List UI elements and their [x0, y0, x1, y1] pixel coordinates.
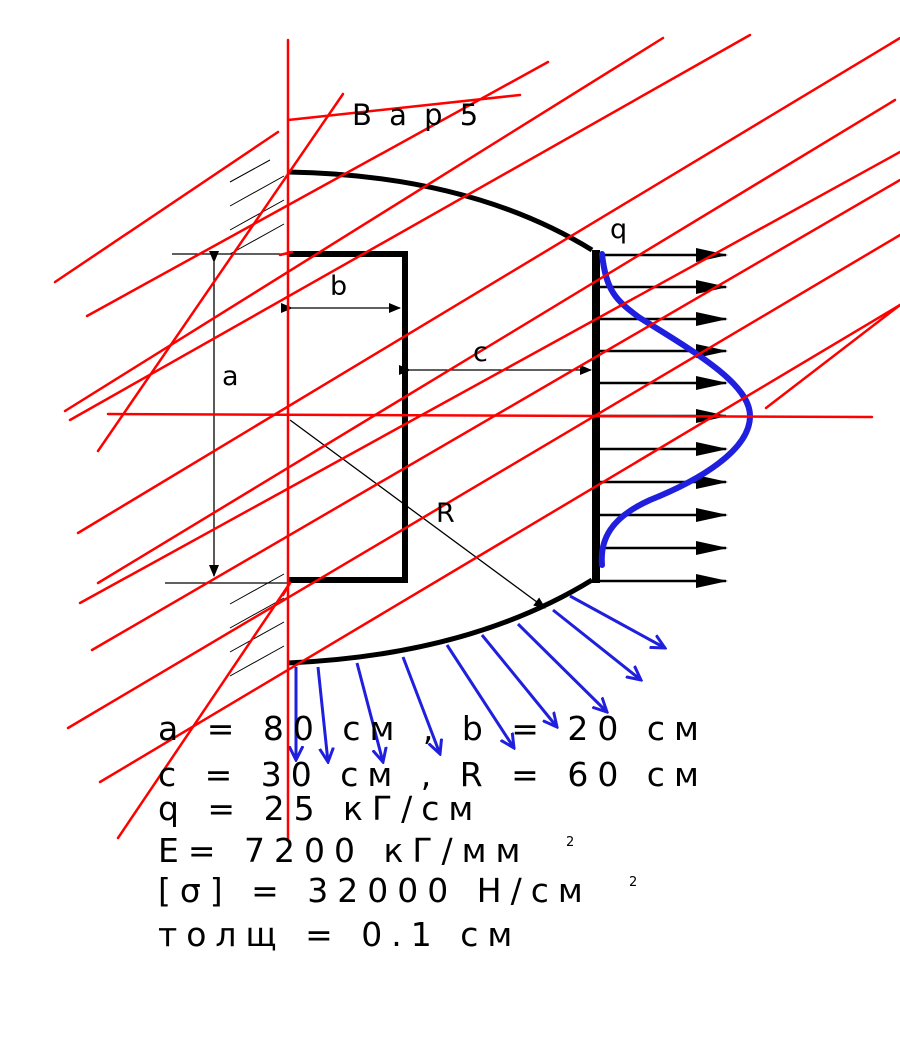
- arrow-diagonal-icon: [516, 622, 607, 712]
- label-b: b: [330, 271, 347, 302]
- spec-line-4-sup: 2: [566, 835, 574, 850]
- arrow-diagonal-icon: [445, 644, 514, 748]
- arrow-diagonal-icon: [355, 662, 383, 762]
- horizontal-axis: [106, 412, 874, 419]
- title-label: В а р 5: [352, 98, 482, 132]
- label-a: a: [222, 361, 239, 392]
- arrow-diagonal-icon: [316, 666, 328, 762]
- arrow-diagonal-icon: [569, 594, 665, 648]
- upper-arc: [287, 169, 594, 253]
- spec-line-4: E= 7200 кГ/мм: [158, 831, 529, 870]
- spec-line-5-sup: 2: [629, 875, 637, 890]
- dim-R: [289, 419, 546, 609]
- load-distribution-curve: [598, 251, 754, 568]
- spec-line-1: a = 80 см , b = 20 см: [158, 709, 708, 748]
- label-q: q: [610, 214, 627, 245]
- label-c: c: [473, 337, 488, 368]
- lower-arc: [287, 577, 594, 666]
- spec-line-6: толщ = 0.1 см: [158, 915, 521, 954]
- spec-line-5: [σ] = 32000 Н/см: [158, 871, 592, 910]
- arrow-diagonal-icon: [552, 608, 641, 680]
- dimension-lines: [165, 251, 592, 609]
- red-hatching: [53, 33, 900, 842]
- arrow-diagonal-icon: [480, 634, 557, 727]
- radial-pressure-arrows: [296, 594, 665, 762]
- spec-line-3: q = 25 кГ/см: [158, 789, 482, 828]
- spec-line-4-text: E= 7200 кГ/мм: [158, 831, 529, 870]
- wall-support-hatch: [229, 159, 285, 677]
- cutout-rect: [288, 251, 408, 583]
- label-R: R: [436, 498, 455, 529]
- plate-outline: [287, 169, 600, 666]
- specification-block: a = 80 см , b = 20 см c = 30 см , R = 60…: [158, 709, 708, 954]
- arrow-diagonal-icon: [401, 656, 440, 754]
- spec-line-2: c = 30 см , R = 60 см: [158, 755, 708, 794]
